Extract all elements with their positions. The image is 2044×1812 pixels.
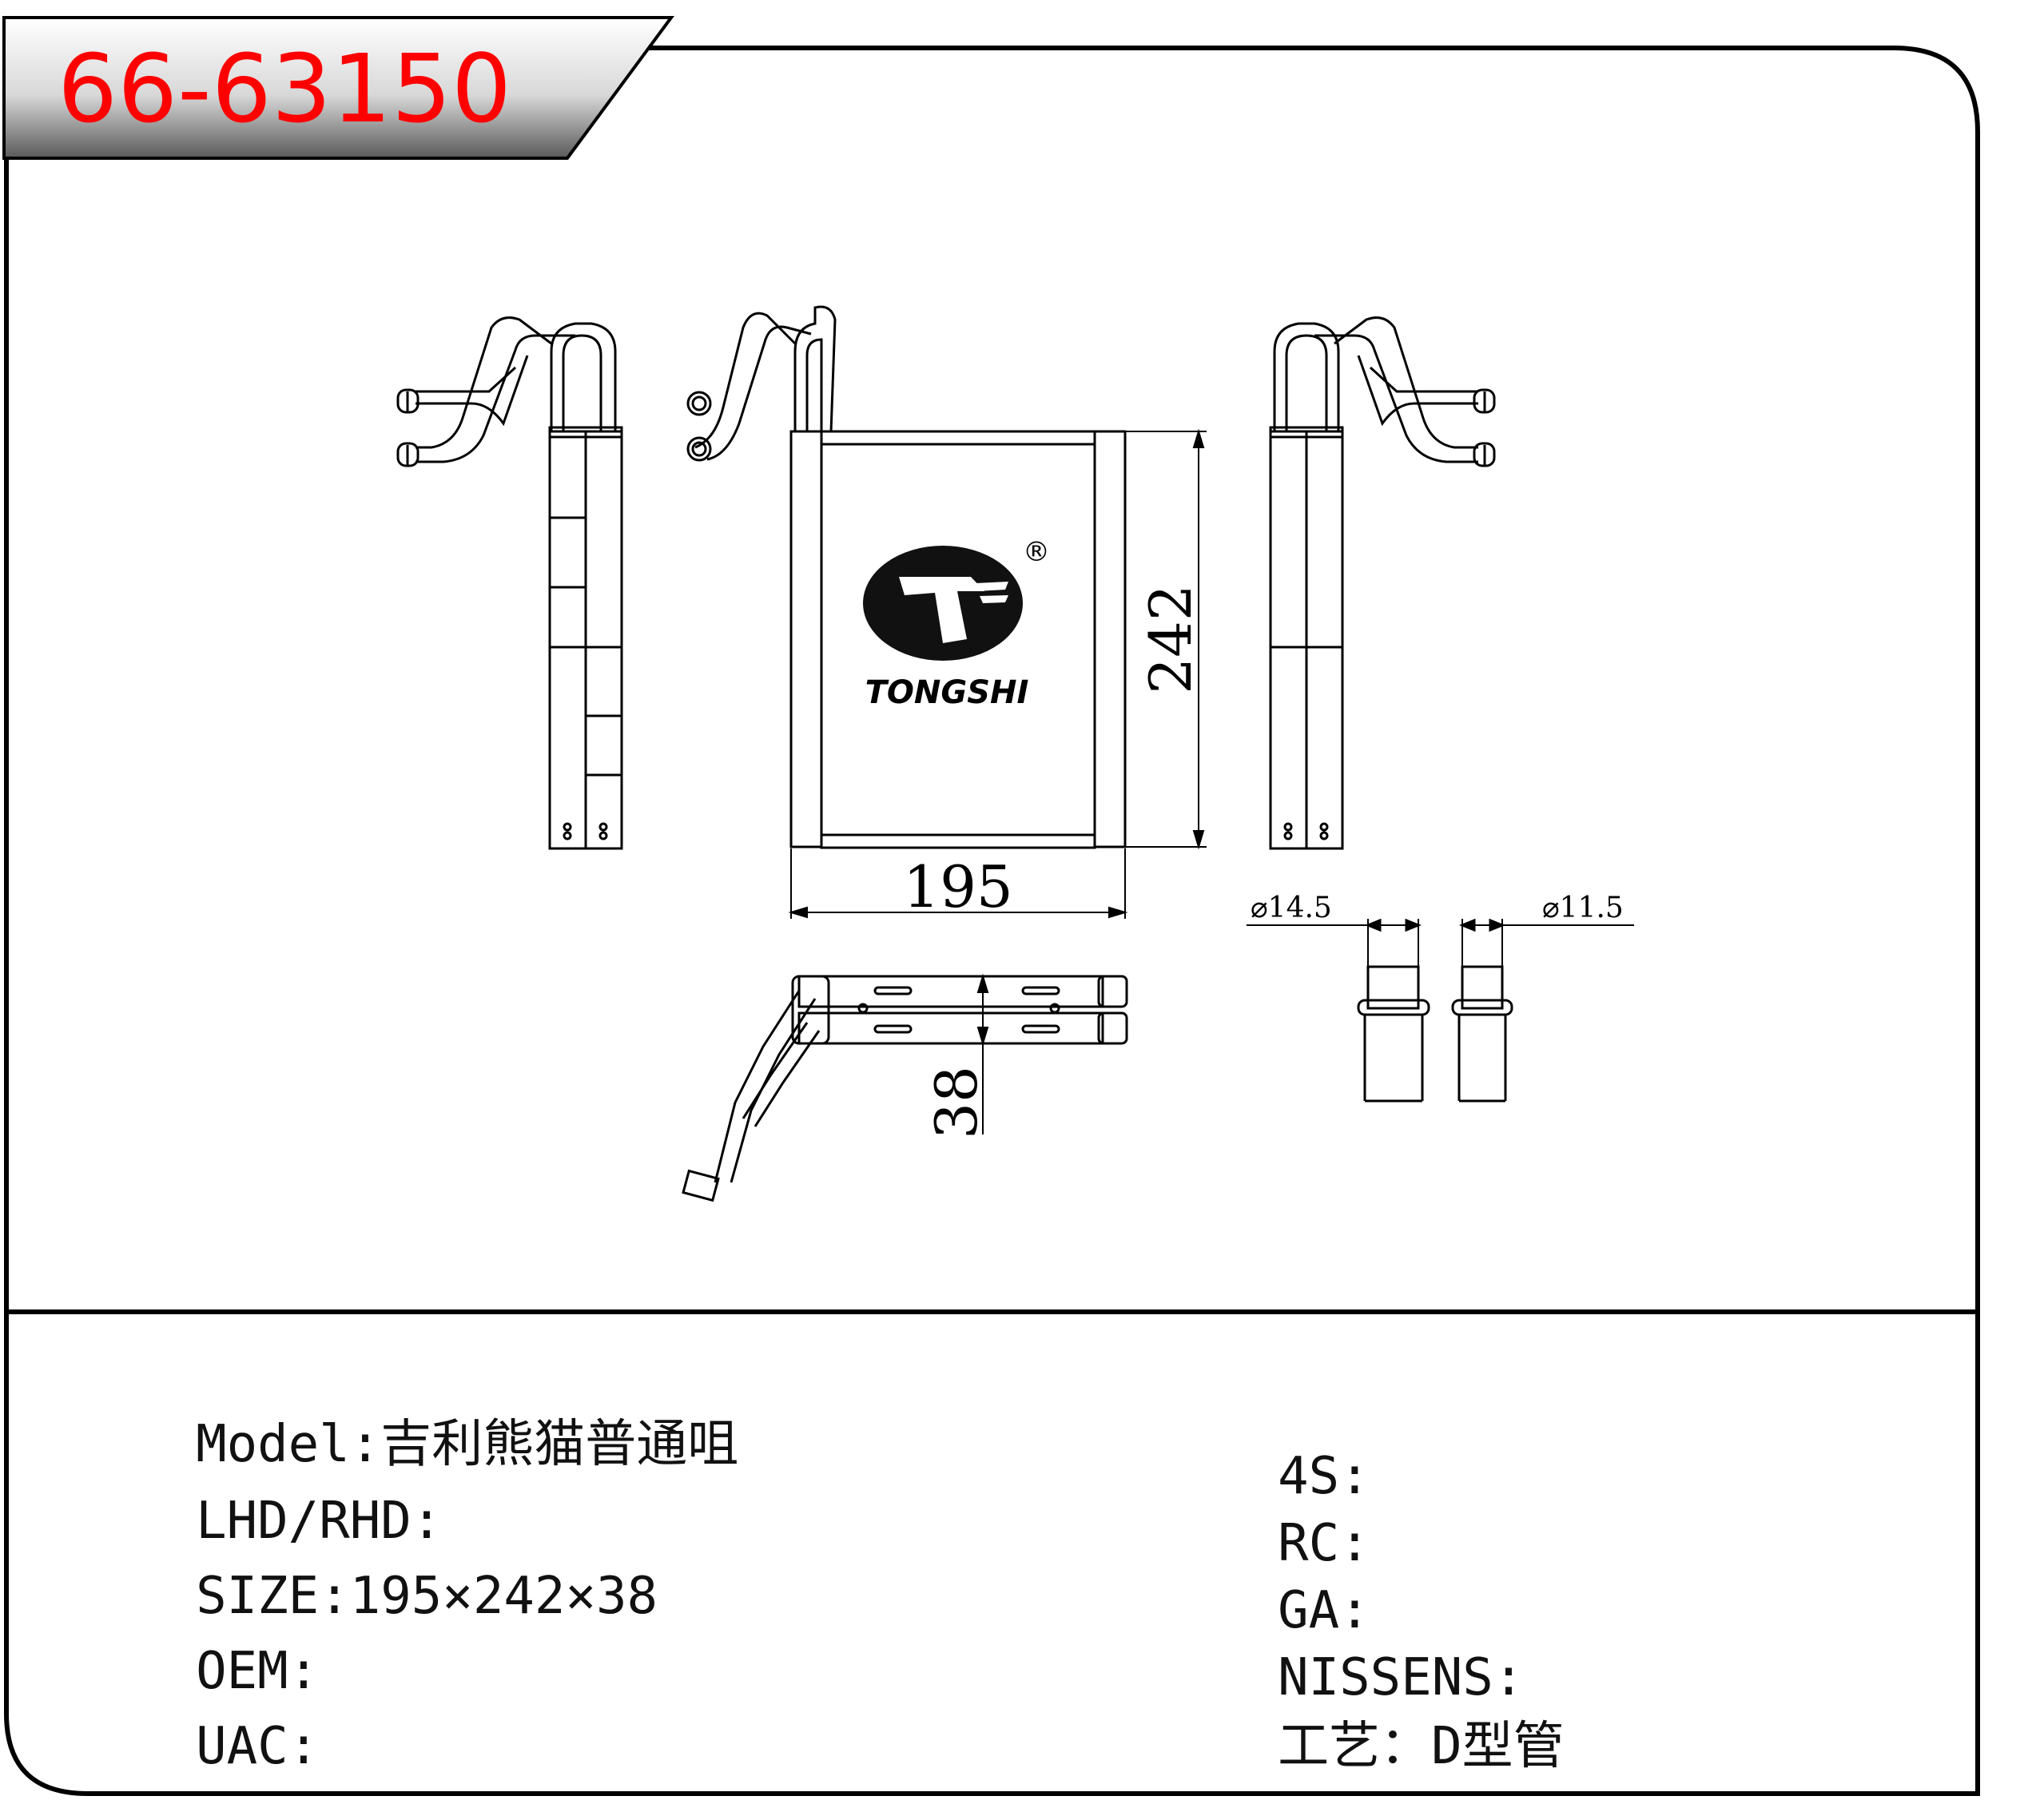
brand-name: TONGSHI xyxy=(865,674,1029,711)
outer-frame xyxy=(4,46,1980,1796)
spec-value: 吉利熊猫普通咀 xyxy=(380,1415,739,1474)
spec-process: 工艺：D型管 xyxy=(1216,1670,1565,1772)
depth-label: 38 xyxy=(923,1066,990,1139)
spec-uac: UAC: xyxy=(134,1670,319,1772)
spec-label: Model: xyxy=(196,1415,381,1474)
height-label: 242 xyxy=(1137,584,1204,693)
top-view xyxy=(682,975,1128,1202)
header-tab xyxy=(2,16,674,160)
spec-model: Model:吉利熊猫普通咀 xyxy=(134,1368,738,1470)
width-dimension xyxy=(788,848,1128,919)
spec-4s: 4S: xyxy=(1216,1400,1370,1502)
spec-label: UAC: xyxy=(196,1717,320,1776)
spec-rc: RC: xyxy=(1216,1467,1370,1569)
brand-logo: ® TONGSHI xyxy=(863,536,1050,711)
depth-dimension xyxy=(976,973,989,1134)
pipe-detail-2 xyxy=(1451,918,1634,1103)
spec-oem: OEM: xyxy=(134,1595,319,1697)
spec-label: GA: xyxy=(1278,1581,1370,1640)
spec-value: 195×242×38 xyxy=(349,1567,658,1626)
pipe-detail-1 xyxy=(1247,918,1430,1103)
spec-label: OEM: xyxy=(196,1642,320,1701)
spec-lhd-rhd: LHD/RHD: xyxy=(134,1444,442,1547)
spec-label: RC: xyxy=(1278,1514,1370,1573)
spec-label: 4S: xyxy=(1278,1447,1370,1506)
front-view xyxy=(686,305,1127,849)
spec-ga: GA: xyxy=(1216,1534,1370,1636)
spec-value: D型管 xyxy=(1431,1717,1565,1776)
spec-label: SIZE: xyxy=(196,1567,350,1626)
spec-size: SIZE:195×242×38 xyxy=(134,1520,658,1622)
pipe-diameter-2-label: ⌀11.5 xyxy=(1542,892,1624,924)
right-side-view xyxy=(1269,316,1496,850)
spec-label: 工艺： xyxy=(1278,1717,1432,1776)
spec-label: NISSENS: xyxy=(1278,1648,1525,1707)
spec-label: LHD/RHD: xyxy=(196,1492,443,1551)
spec-nissens: NISSENS: xyxy=(1216,1601,1524,1703)
pipe-diameter-1-label: ⌀14.5 xyxy=(1251,892,1332,924)
height-dimension xyxy=(1125,428,1207,850)
left-side-view xyxy=(396,316,623,850)
part-number: 66-63150 xyxy=(58,34,511,144)
registered-mark: ® xyxy=(1023,536,1050,568)
width-label: 195 xyxy=(903,853,1012,920)
